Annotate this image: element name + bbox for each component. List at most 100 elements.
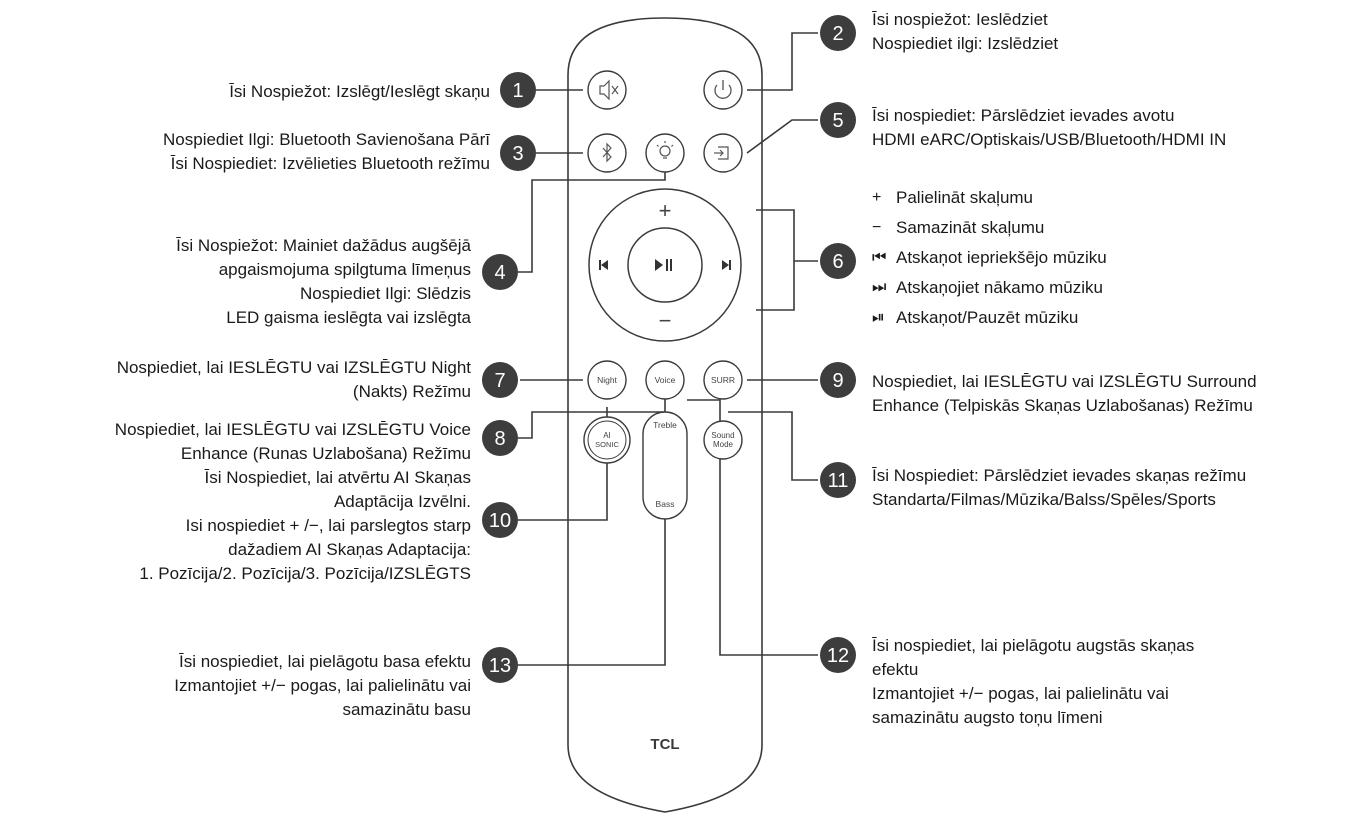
callout-13-line-1: Īsi nospiediet, lai pielāgotu basa efekt… xyxy=(178,652,471,671)
callout-2: Īsi nospiežot: Ieslēdziet Nospiediet ilg… xyxy=(872,8,1058,56)
callout-3-line-1: Nospiediet Ilgi: Bluetooth Savienošana P… xyxy=(163,130,490,149)
previous-track-icon[interactable] xyxy=(599,260,608,270)
callout-10-line-5: 1. Pozīcija/2. Pozīcija/3. Pozīcija/IZSL… xyxy=(139,564,471,583)
callout-12-line-1: Īsi nospiediet, lai pielāgotu augstās sk… xyxy=(872,636,1195,655)
number-markers xyxy=(482,15,856,683)
callout-9: Nospiediet, lai IESLĒGTU vai IZSLĒGTU Su… xyxy=(872,370,1257,418)
callout-2-line-1: Īsi nospiežot: Ieslēdziet xyxy=(872,10,1048,29)
mute-icon xyxy=(599,79,619,101)
ai-sonic-label-1: AI xyxy=(603,431,611,440)
bass-label: Bass xyxy=(656,499,675,509)
callout-6-row-previous: ⏮ Atskaņot iepriekšējo mūziku xyxy=(872,243,1107,273)
callout-13-line-3: samazinātu basu xyxy=(342,700,471,719)
callout-9-line-1: Nospiediet, lai IESLĒGTU vai IZSLĒGTU Su… xyxy=(872,372,1257,391)
callout-1-line: Īsi Nospiežot: Izslēgt/Ieslēgt skaņu xyxy=(229,82,490,101)
callout-7-line-1: Nospiediet, lai IESLĒGTU vai IZSLĒGTU Ni… xyxy=(116,358,471,377)
marker-4: 4 xyxy=(494,262,505,284)
bluetooth-icon xyxy=(602,142,612,163)
callout-10-line-1: Īsi Nospiediet, lai atvērtu AI Skaņas xyxy=(204,468,471,487)
lightbulb-icon xyxy=(656,141,674,159)
surr-label: SURR xyxy=(711,375,735,385)
vol-plus-label: + xyxy=(659,198,672,223)
callout-5-line-1: Īsi nospiediet: Pārslēdziet ievades avot… xyxy=(872,106,1175,125)
next-track-icon: ⏭ xyxy=(872,279,887,296)
voice-label: Voice xyxy=(655,375,676,385)
callout-4-line-1: Īsi Nospiežot: Mainiet dažādus augšējā xyxy=(176,236,471,255)
mute-button[interactable] xyxy=(587,70,627,110)
callout-6: + Palielināt skaļumu − Samazināt skaļumu… xyxy=(872,183,1107,333)
marker-9: 9 xyxy=(832,370,843,392)
callout-11: Īsi Nospiediet: Pārslēdziet ievades skaņ… xyxy=(872,464,1246,512)
marker-1: 1 xyxy=(512,80,523,102)
callout-6-row-volume-down: − Samazināt skaļumu xyxy=(872,213,1107,243)
callout-6-text-1: Palielināt skaļumu xyxy=(896,188,1034,207)
callout-6-row-next: ⏭ Atskaņojiet nākamo mūziku xyxy=(872,273,1107,303)
callout-7-line-2: (Nakts) Režīmu xyxy=(352,382,471,401)
night-button[interactable] xyxy=(587,360,627,400)
previous-track-icon: ⏮ xyxy=(872,249,887,266)
play-pause-icon: ⏯ xyxy=(872,309,885,326)
callout-10-line-4: dažadiem AI Skaņas Adaptacija: xyxy=(228,540,471,559)
play-pause-button[interactable] xyxy=(627,227,703,303)
plus-icon: + xyxy=(872,189,882,206)
callout-10-line-2: Adaptācija Izvēlni. xyxy=(333,492,471,511)
callout-11-line-2: Standarta/Filmas/Mūzika/Balss/Spēles/Spo… xyxy=(872,490,1216,509)
callout-3: Nospiediet Ilgi: Bluetooth Savienošana P… xyxy=(163,128,490,176)
callout-8-line-1: Nospiediet, lai IESLĒGTU vai IZSLĒGTU Vo… xyxy=(114,420,471,439)
marker-12: 12 xyxy=(827,645,849,667)
callout-4-line-4: LED gaisma ieslēgta vai izslēgta xyxy=(226,308,471,327)
marker-7: 7 xyxy=(494,370,505,392)
callout-8: Nospiediet, lai IESLĒGTU vai IZSLĒGTU Vo… xyxy=(115,418,471,466)
marker-10: 10 xyxy=(489,510,511,532)
callout-5-line-2: HDMI eARC/Optiskais/USB/Bluetooth/HDMI I… xyxy=(872,130,1227,149)
callout-4: Īsi Nospiežot: Mainiet dažādus augšējā a… xyxy=(176,234,471,330)
marker-3: 3 xyxy=(512,143,523,165)
marker-13: 13 xyxy=(489,655,511,677)
marker-6: 6 xyxy=(832,251,843,273)
callout-6-text-4: Atskaņojiet nākamo mūziku xyxy=(896,278,1103,297)
callout-2-line-2: Nospiediet ilgi: Izslēdziet xyxy=(872,34,1059,53)
light-button[interactable] xyxy=(645,133,685,173)
callout-8-line-2: Enhance (Runas Uzlabošana) Režīmu xyxy=(180,444,471,463)
callout-4-line-2: apgaismojuma spilgtuma līmeņus xyxy=(218,260,471,279)
callout-6-row-volume-up: + Palielināt skaļumu xyxy=(872,183,1107,213)
power-icon xyxy=(714,80,732,99)
callout-12-line-3: Izmantojiet +/− pogas, lai palielinātu v… xyxy=(872,684,1169,703)
treble-label: Treble xyxy=(653,420,677,430)
ai-sonic-button[interactable] xyxy=(583,416,631,464)
callout-13: Īsi nospiediet, lai pielāgotu basa efekt… xyxy=(174,650,471,722)
callout-10-line-3: Isi nospiediet + /−, lai parslegtos star… xyxy=(185,516,471,535)
sound-mode-label-1: Sound xyxy=(711,431,734,440)
brand-logo: TCL xyxy=(650,736,679,753)
night-label: Night xyxy=(597,375,617,385)
callout-12-line-4: samazinātu augsto toņu līmeni xyxy=(872,708,1103,727)
treble-bass-rocker[interactable] xyxy=(642,411,688,520)
callout-5: Īsi nospiediet: Pārslēdziet ievades avot… xyxy=(872,104,1226,152)
vol-minus-label: − xyxy=(659,308,672,333)
ai-sonic-label-2: SONIC xyxy=(595,440,619,449)
callout-11-line-1: Īsi Nospiediet: Pārslēdziet ievades skaņ… xyxy=(872,466,1247,485)
surr-button[interactable] xyxy=(703,360,743,400)
marker-5: 5 xyxy=(832,110,843,132)
callout-3-line-2: Īsi Nospiediet: Izvēlieties Bluetooth re… xyxy=(170,154,490,173)
callout-4-line-3: Nospiediet Ilgi: Slēdzis xyxy=(299,284,471,303)
callout-13-line-2: Izmantojiet +/− pogas, lai palielinātu v… xyxy=(174,676,471,695)
callout-6-text-5: Atskaņot/Pauzēt mūziku xyxy=(896,308,1079,327)
marker-8: 8 xyxy=(494,428,505,450)
voice-button[interactable] xyxy=(645,360,685,400)
callout-1: Īsi Nospiežot: Izslēgt/Ieslēgt skaņu xyxy=(229,80,490,104)
sound-mode-button[interactable] xyxy=(703,420,743,460)
callout-7: Nospiediet, lai IESLĒGTU vai IZSLĒGTU Ni… xyxy=(117,356,471,404)
marker-11: 11 xyxy=(828,470,849,492)
input-source-icon xyxy=(714,146,729,160)
callout-6-text-2: Samazināt skaļumu xyxy=(896,218,1045,237)
callout-9-line-2: Enhance (Telpiskās Skaņas Uzlabošanas) R… xyxy=(872,396,1253,415)
callout-12: Īsi nospiediet, lai pielāgotu augstās sk… xyxy=(872,634,1194,730)
next-track-icon[interactable] xyxy=(722,260,731,270)
callout-6-text-3: Atskaņot iepriekšējo mūziku xyxy=(896,248,1107,267)
marker-2: 2 xyxy=(832,23,843,45)
callout-6-row-play-pause: ⏯ Atskaņot/Pauzēt mūziku xyxy=(872,303,1107,333)
minus-icon: − xyxy=(872,219,882,236)
callout-10: Īsi Nospiediet, lai atvērtu AI Skaņas Ad… xyxy=(139,466,471,586)
